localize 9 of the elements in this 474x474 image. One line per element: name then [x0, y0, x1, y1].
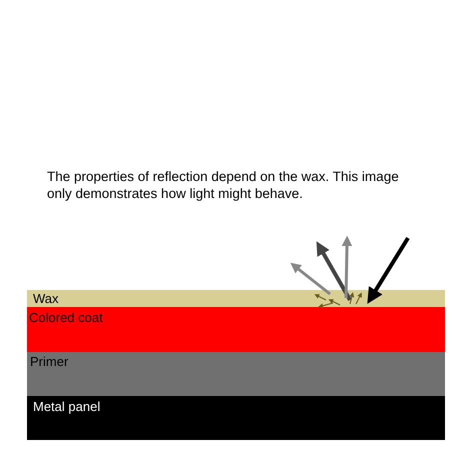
layer-label: Colored coat [29, 310, 103, 325]
colored-coat-layer [27, 307, 445, 352]
wax-layer [27, 290, 445, 307]
layer-label: Primer [30, 354, 68, 369]
layer-label: Wax [33, 291, 59, 306]
primer-layer [27, 352, 445, 396]
layer-label: Metal panel [33, 399, 100, 414]
metal-panel-layer [27, 396, 445, 440]
note-text: The properties of reflection depend on the wax. This image only demonstrates how light might behave. [47, 168, 400, 202]
